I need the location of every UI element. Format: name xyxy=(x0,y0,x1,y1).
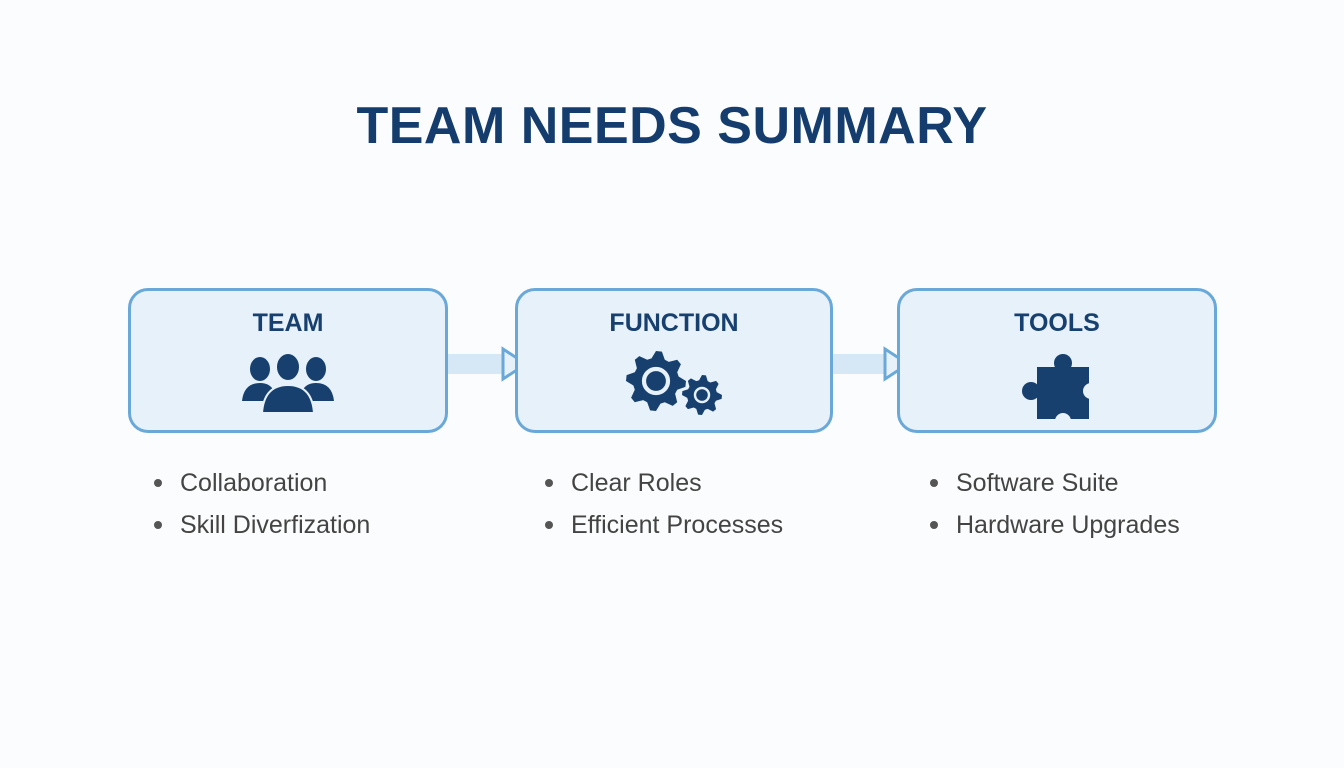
people-group-icon xyxy=(242,352,334,413)
connector-function-tools xyxy=(833,354,891,374)
stage-label: TOOLS xyxy=(1014,309,1100,337)
stage-bullets-function: Clear Roles Efficient Processes xyxy=(531,462,783,546)
arrow-right-icon xyxy=(501,346,529,382)
bullet-icon xyxy=(154,479,162,487)
list-item: Efficient Processes xyxy=(531,504,783,546)
bullet-icon xyxy=(930,521,938,529)
connector-team-function xyxy=(448,354,508,374)
bullet-icon xyxy=(545,479,553,487)
bullet-icon xyxy=(154,521,162,529)
page-title: TEAM NEEDS SUMMARY xyxy=(356,97,988,155)
stage-bullets-tools: Software Suite Hardware Upgrades xyxy=(916,462,1180,546)
arrow-right-icon xyxy=(883,346,911,382)
puzzle-piece-icon xyxy=(1022,354,1093,421)
list-item: Skill Diverfization xyxy=(140,504,370,546)
list-item: Hardware Upgrades xyxy=(916,504,1180,546)
stage-label: FUNCTION xyxy=(609,309,739,337)
gears-icon xyxy=(626,351,722,415)
bullet-icon xyxy=(545,521,553,529)
list-item: Clear Roles xyxy=(531,462,783,504)
stage-box-team: TEAM xyxy=(128,288,448,433)
stage-box-function: FUNCTION xyxy=(515,288,833,433)
list-item: Collaboration xyxy=(140,462,370,504)
stage-bullets-team: Collaboration Skill Diverfization xyxy=(140,462,370,546)
bullet-icon xyxy=(930,479,938,487)
list-item: Software Suite xyxy=(916,462,1180,504)
stage-box-tools: TOOLS xyxy=(897,288,1217,433)
stage-label: TEAM xyxy=(252,309,324,337)
